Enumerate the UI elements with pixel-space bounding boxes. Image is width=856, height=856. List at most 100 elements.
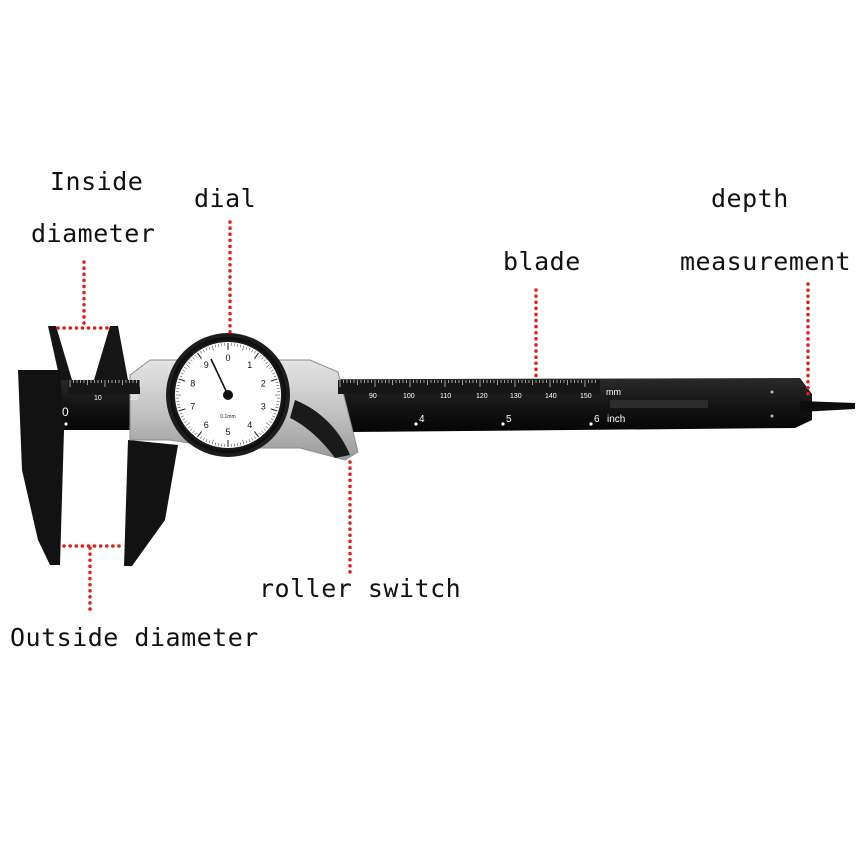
inch-dot [414, 422, 418, 426]
dial-tick [265, 361, 269, 364]
dial-tick [273, 412, 277, 415]
dial-tick [180, 372, 184, 375]
dial-ticks [176, 343, 280, 447]
dial-tick [265, 364, 271, 368]
inch-number: 5 [506, 414, 512, 425]
mm-number: 150 [580, 393, 592, 400]
dial-tick [275, 406, 279, 409]
dial-tick [239, 442, 242, 446]
dial-tick [178, 378, 186, 382]
dial-number: 5 [225, 427, 230, 437]
dial-tick [202, 437, 205, 441]
mm-number: 100 [403, 393, 415, 400]
dial-tick [177, 406, 181, 409]
dial-label: dial [194, 184, 256, 213]
caliper-body: 10 20 90 100 110 120 130 140 150 mm 4 5 … [18, 326, 855, 566]
mm-scale: 10 20 90 100 110 120 130 140 150 mm [68, 380, 621, 402]
dial-tick [251, 437, 254, 441]
dial-tick [205, 439, 208, 443]
inch-dot [589, 422, 593, 426]
dial-tick [273, 375, 277, 378]
dial-tick [276, 385, 280, 387]
zero-dot [64, 422, 68, 426]
dial-tick [261, 430, 264, 434]
dial-tick [254, 350, 257, 354]
dial-tick [275, 381, 279, 384]
dial-tick [185, 422, 191, 426]
roller-switch-knob [290, 400, 350, 458]
dial-unit-label: 0.1mm [220, 414, 235, 420]
dial: 0 1 2 3 4 5 6 7 8 9 0.1mm [166, 333, 290, 457]
mm-number: 20 [130, 395, 138, 402]
mm-unit: mm [606, 387, 621, 397]
dial-tick [194, 432, 197, 436]
dial-tick [245, 440, 248, 444]
dial-number: 3 [261, 401, 266, 411]
dial-tick [182, 418, 186, 421]
dial-tick [179, 375, 183, 378]
fixed-outside-jaw [18, 370, 64, 565]
mm-number: 120 [476, 393, 488, 400]
zero-mark: 0 [62, 405, 69, 419]
dial-tick [236, 343, 238, 347]
outside-diameter-label: Outside diameter [10, 623, 259, 652]
mm-number: 90 [369, 393, 377, 400]
beam-rivet [770, 390, 774, 394]
dial-tick [189, 428, 193, 431]
inch-scale: 4 5 6 inch [414, 414, 625, 426]
dial-tick [199, 350, 202, 354]
inch-number: 4 [419, 414, 425, 425]
dial-tick [183, 366, 187, 369]
dial-tick [254, 436, 257, 440]
dial-tick [259, 354, 262, 358]
inside-diameter-label: Inside [50, 167, 143, 196]
dial-number: 6 [204, 420, 209, 430]
dial-tick [245, 346, 248, 350]
dial-number: 7 [190, 401, 195, 411]
dial-tick [189, 359, 193, 362]
dial-tick [265, 426, 269, 429]
dial-tick [180, 415, 184, 418]
dial-hub [223, 390, 233, 400]
dial-tick [218, 443, 220, 447]
blade-label: blade [503, 247, 581, 276]
dial-number: 8 [190, 379, 195, 389]
pointers [56, 220, 810, 614]
dial-tick [182, 369, 186, 372]
inch-number: 6 [594, 414, 600, 425]
mm-number: 110 [440, 393, 451, 400]
dial-tick [276, 403, 280, 405]
dial-tick [176, 385, 180, 387]
dial-tick [236, 443, 238, 447]
dial-tick [208, 346, 211, 350]
dial-tick [261, 356, 264, 360]
dial-number: 4 [247, 420, 252, 430]
dial-tick [269, 366, 273, 369]
roller-switch-label: roller switch [259, 574, 461, 603]
dial-number: 1 [247, 360, 252, 370]
inside-diameter-label: diameter [31, 219, 155, 248]
dial-tick [208, 440, 211, 444]
mm-number: 140 [545, 393, 557, 400]
inch-unit: inch [607, 414, 625, 425]
depth-label: measurement [680, 247, 851, 276]
dial-tick [242, 345, 245, 351]
dial-tick [211, 439, 214, 445]
dial-tick [214, 344, 217, 348]
dial-tick [192, 430, 195, 434]
dial-tick [248, 439, 251, 443]
dial-tick [199, 436, 202, 440]
dial-tick [218, 343, 220, 347]
dial-tick [263, 359, 267, 362]
beam-rivet [770, 414, 774, 418]
inch-dot [501, 422, 505, 426]
dial-tick [205, 347, 208, 351]
dial-tick [202, 349, 205, 353]
depth-label: depth [711, 184, 789, 213]
dial-tick [177, 381, 181, 384]
dial-tick [197, 431, 202, 438]
dial-tick [270, 378, 278, 382]
dial-tick [214, 442, 217, 446]
mm-ticks [69, 380, 596, 387]
